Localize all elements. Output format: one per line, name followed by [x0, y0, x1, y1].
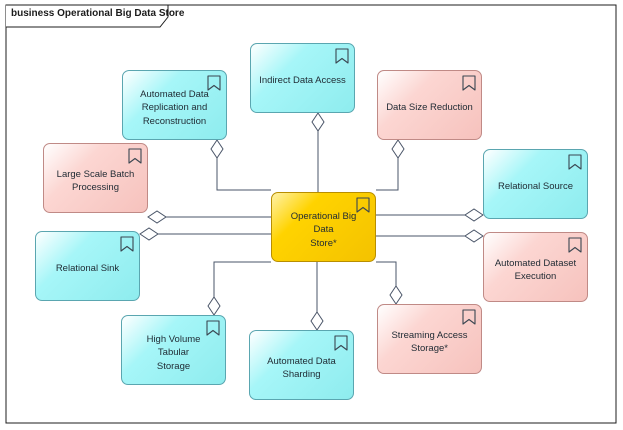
diagram-frame-title: business Operational Big Data Store [11, 8, 185, 19]
element-label: Relational Source [498, 181, 573, 193]
element-label: Operational Big Data Store* [290, 210, 357, 249]
element-label: Relational Sink [55, 263, 120, 275]
element-label: Indirect Data Access [259, 75, 346, 87]
business-object-icon [120, 236, 134, 252]
aggregation-diamond [310, 311, 324, 331]
element-relsource[interactable]: Relational Source [483, 149, 588, 219]
element-tabular[interactable]: High Volume Tabular Storage [121, 315, 226, 385]
aggregation-diamond [210, 139, 224, 159]
element-label: Data Size Reduction [386, 102, 473, 114]
aggregation-connector-sharding[interactable] [310, 262, 324, 331]
aggregation-diamond [389, 285, 403, 305]
aggregation-diamond [391, 139, 405, 159]
element-replication[interactable]: Automated Data Replication and Reconstru… [122, 70, 227, 140]
connector-line [376, 261, 397, 286]
element-dataset[interactable]: Automated Dataset Execution [483, 232, 588, 302]
aggregation-diamond [464, 208, 484, 222]
element-label: Streaming Access Storage* [391, 329, 468, 355]
element-label: High Volume Tabular Storage [146, 333, 201, 372]
aggregation-diamond [311, 112, 325, 132]
business-object-icon [462, 75, 476, 91]
business-object-icon [206, 320, 220, 336]
aggregation-connector-reduction[interactable] [376, 139, 405, 191]
element-reduction[interactable]: Data Size Reduction [377, 70, 482, 140]
aggregation-connector-dataset[interactable] [376, 229, 484, 243]
element-label: Automated Data Sharding [267, 355, 336, 381]
element-label: Automated Data Replication and Reconstru… [140, 88, 209, 127]
business-object-icon [128, 148, 142, 164]
element-streaming[interactable]: Streaming Access Storage* [377, 304, 482, 374]
aggregation-connector-replication[interactable] [210, 139, 271, 191]
element-label: Automated Dataset Execution [494, 257, 577, 283]
business-object-icon [568, 154, 582, 170]
element-sharding[interactable]: Automated Data Sharding [249, 330, 354, 400]
connector-layer [139, 112, 484, 331]
element-indirect[interactable]: Indirect Data Access [250, 43, 355, 113]
business-object-icon [335, 48, 349, 64]
element-relsink[interactable]: Relational Sink [35, 231, 140, 301]
aggregation-connector-relsource[interactable] [376, 208, 484, 222]
aggregation-diamond [139, 227, 159, 241]
aggregation-diamond [147, 210, 167, 224]
aggregation-connector-tabular[interactable] [207, 261, 271, 316]
connector-line [216, 158, 271, 191]
business-object-icon [334, 335, 348, 351]
aggregation-connector-streaming[interactable] [376, 261, 403, 305]
connector-line [213, 261, 271, 297]
business-object-icon [356, 197, 370, 213]
element-center[interactable]: Operational Big Data Store* [271, 192, 376, 262]
aggregation-diamond [464, 229, 484, 243]
business-object-icon [568, 237, 582, 253]
element-label: Large Scale Batch Processing [56, 168, 135, 194]
aggregation-connector-batch[interactable] [147, 210, 271, 224]
aggregation-diamond [207, 296, 221, 316]
element-batch[interactable]: Large Scale Batch Processing [43, 143, 148, 213]
business-object-icon [462, 309, 476, 325]
connector-line [376, 158, 399, 191]
business-object-icon [207, 75, 221, 91]
aggregation-connector-indirect[interactable] [311, 112, 325, 192]
aggregation-connector-relsink[interactable] [139, 227, 271, 241]
